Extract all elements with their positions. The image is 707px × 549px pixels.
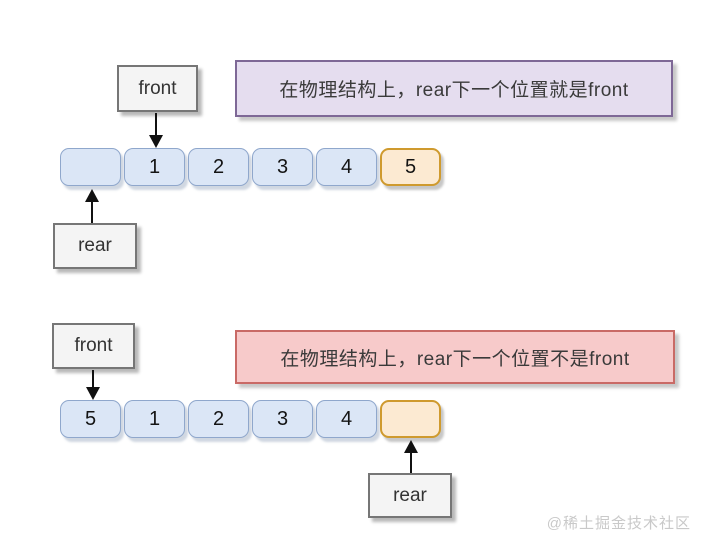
queue-cell: 2 [188, 400, 249, 438]
arrow-shaft [410, 450, 412, 473]
arrow-head-icon [85, 189, 99, 202]
arrow-shaft [155, 113, 157, 138]
arrow-shaft [92, 370, 94, 390]
rear-label-text: rear [78, 235, 112, 256]
rear-arrow-up-top [85, 189, 99, 223]
queue-cell: 4 [316, 148, 377, 186]
queue-array-bottom: 5 1 2 3 4 [60, 400, 441, 438]
annotation-text-bottom: 在物理结构上，rear下一个位置不是front [280, 348, 630, 370]
queue-cell: 2 [188, 148, 249, 186]
annotation-banner-bottom: 在物理结构上，rear下一个位置不是front [235, 330, 675, 384]
front-label-text: front [138, 77, 177, 99]
queue-array-top: 1 2 3 4 5 [60, 148, 441, 186]
front-arrow-down-top [149, 113, 163, 148]
arrow-head-icon [86, 387, 100, 400]
queue-cell: 1 [124, 400, 185, 438]
watermark: @稀土掘金技术社区 [546, 515, 691, 532]
queue-cell: 3 [252, 148, 313, 186]
front-arrow-down-bottom [86, 370, 100, 400]
rear-pointer-label-top: rear [53, 223, 137, 269]
arrow-head-icon [404, 440, 418, 453]
arrow-shaft [91, 199, 93, 223]
front-pointer-label-bottom: front [52, 323, 135, 369]
queue-cell: 3 [252, 400, 313, 438]
annotation-banner-top: 在物理结构上，rear下一个位置就是front [235, 60, 673, 117]
queue-cell: 1 [124, 148, 185, 186]
rear-label-text: rear [393, 484, 427, 506]
front-label-text: front [74, 335, 113, 356]
rear-pointer-label-bottom: rear [368, 473, 452, 518]
queue-cell-highlighted: 5 [380, 148, 441, 186]
queue-cell-highlighted [380, 400, 441, 438]
queue-cell: 5 [60, 400, 121, 438]
queue-cell [60, 148, 121, 186]
rear-arrow-up-bottom [404, 440, 418, 473]
queue-cell: 4 [316, 400, 377, 438]
annotation-text-top: 在物理结构上，rear下一个位置就是front [279, 80, 629, 101]
front-pointer-label-top: front [117, 65, 198, 112]
arrow-head-icon [149, 135, 163, 148]
